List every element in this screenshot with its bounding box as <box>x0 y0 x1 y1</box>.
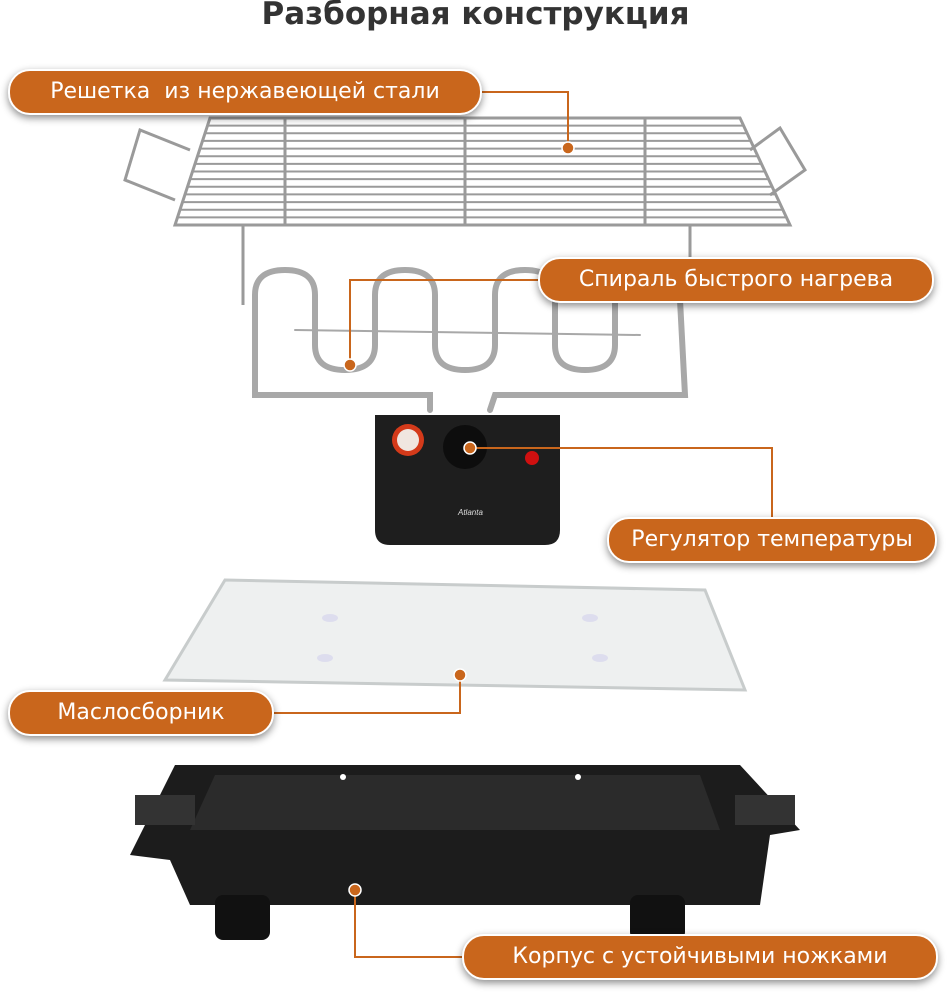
leader-dots <box>343 141 575 897</box>
heating-coil-image <box>252 266 689 413</box>
leader-lines <box>270 91 773 958</box>
callout-body: Корпус с устойчивыми ножками <box>462 934 938 980</box>
body-image <box>130 765 800 940</box>
thermostat-image: Atlanta <box>375 415 560 545</box>
callout-grate: Решетка из нержавеющей стали <box>8 69 482 115</box>
callout-drip-tray: Маслосборник <box>8 690 274 736</box>
callout-heater: Спираль быстрого нагрева <box>538 257 934 303</box>
callout-thermostat: Регулятор температуры <box>607 517 937 563</box>
grate-image <box>123 116 807 305</box>
svg-text:Atlanta: Atlanta <box>457 508 483 517</box>
page-title: Разборная конструкция <box>261 0 690 32</box>
drip-tray-image <box>162 578 748 692</box>
